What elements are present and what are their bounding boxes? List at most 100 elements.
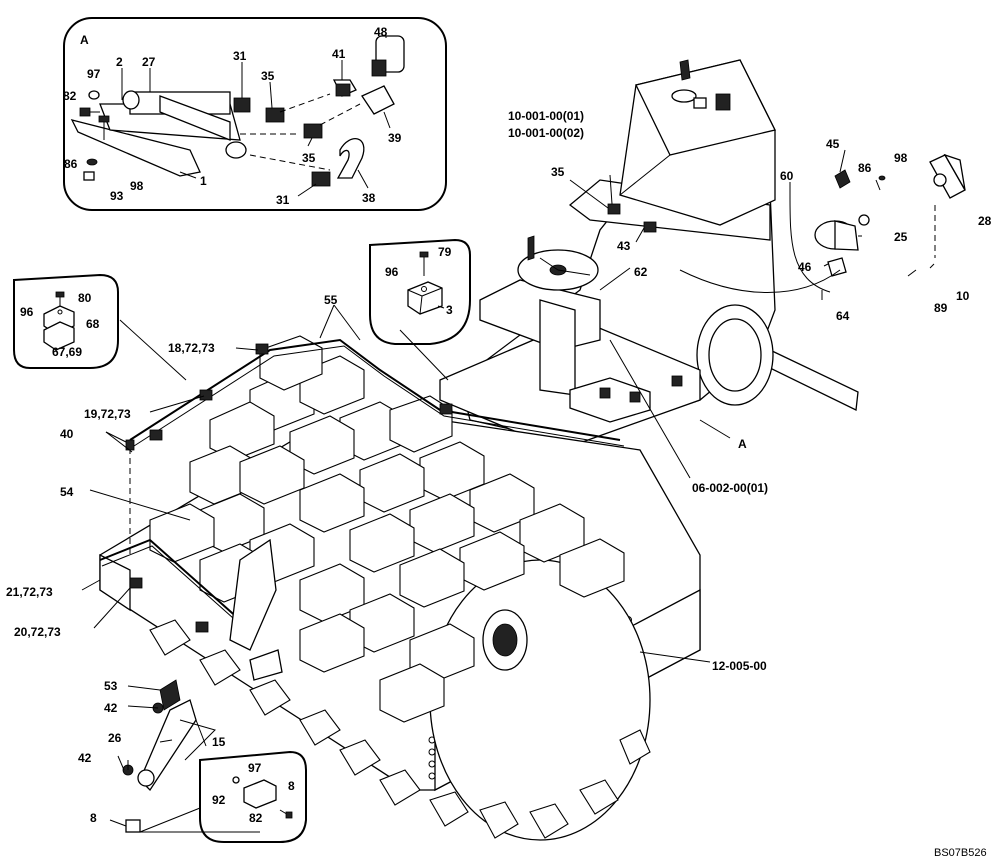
bracket-8-small — [232, 776, 293, 819]
label-48: 48 — [374, 25, 388, 39]
label-40: 40 — [60, 427, 74, 441]
detail-3-frame — [369, 238, 471, 345]
nut-93 — [83, 171, 95, 181]
fitting-35-main — [607, 203, 621, 215]
label-46: 46 — [798, 260, 812, 274]
label-43: 43 — [617, 239, 631, 253]
tank-ref-2: 10-001-00(02) — [508, 126, 584, 140]
fitting-35-bottom — [303, 123, 323, 139]
label-98-main: 98 — [894, 151, 908, 165]
label-97: 97 — [87, 67, 101, 81]
label-45: 45 — [826, 137, 840, 151]
pin-8 — [125, 819, 141, 833]
label-15: 15 — [212, 735, 226, 749]
label-64: 64 — [836, 309, 850, 323]
label-1: 1 — [200, 174, 207, 188]
detail-92-frame — [199, 750, 307, 843]
label-25: 25 — [894, 230, 908, 244]
tank-ref-1: 10-001-00(01) — [508, 109, 584, 123]
detail-92-bubble: 97 8 92 82 — [199, 750, 307, 843]
drum-pads — [149, 335, 651, 839]
label-41: 41 — [332, 47, 346, 61]
label-89: 89 — [934, 301, 948, 315]
fitting-31-bottom — [311, 171, 331, 187]
scraper-arm — [122, 538, 283, 833]
clamp-68 — [43, 305, 75, 351]
label-35-bottom: 35 — [302, 151, 316, 165]
label-96-clamp: 96 — [20, 305, 34, 319]
bracket-part — [70, 90, 247, 177]
elbow-39 — [361, 85, 395, 115]
label-8-main: 8 — [90, 811, 97, 825]
detail-68-bubble: 80 96 68 67,69 — [13, 273, 119, 369]
label-86-main: 86 — [858, 161, 872, 175]
label-31-top: 31 — [233, 49, 247, 63]
clamp-21 — [129, 577, 143, 589]
label-86: 86 — [64, 157, 78, 171]
clamp-20 — [195, 621, 209, 633]
fitting-31-top — [233, 97, 251, 113]
label-31-bottom: 31 — [276, 193, 290, 207]
label-21-72-73: 21,72,73 — [6, 585, 53, 599]
label-96: 96 — [385, 265, 399, 279]
bolt-10 — [929, 263, 935, 269]
label-10: 10 — [956, 289, 970, 303]
clamp-18 — [255, 343, 269, 355]
clamp-19 — [199, 389, 213, 401]
label-2: 2 — [116, 55, 123, 69]
label-39: 39 — [388, 131, 402, 145]
valve-ref: 06-002-00(01) — [692, 481, 768, 495]
motor-25 — [814, 214, 870, 251]
label-42-bottom: 42 — [78, 751, 92, 765]
label-60: 60 — [780, 169, 794, 183]
detail-a-frame — [63, 17, 447, 211]
drawing-id: BS07B526 — [934, 847, 987, 859]
label-68: 68 — [86, 317, 100, 331]
fitting-35-top — [265, 107, 285, 123]
label-42-top: 42 — [104, 701, 118, 715]
label-54: 54 — [60, 485, 74, 499]
label-18-72-73: 18,72,73 — [168, 341, 215, 355]
detail-a-bubble: A — [63, 17, 447, 211]
label-82-small: 82 — [249, 811, 263, 825]
valve-block — [569, 375, 683, 423]
label-19-72-73: 19,72,73 — [84, 407, 131, 421]
fitting-46 — [827, 257, 847, 277]
washer-98-main — [878, 175, 886, 181]
bolt-89 — [907, 269, 917, 277]
label-27: 27 — [142, 55, 156, 69]
label-53: 53 — [104, 679, 118, 693]
padfoot-drum — [429, 559, 651, 841]
label-98: 98 — [130, 179, 144, 193]
drum-ref: 12-005-00 — [712, 659, 767, 673]
label-38: 38 — [362, 191, 376, 205]
label-79: 79 — [438, 245, 452, 259]
hose-64 — [679, 269, 841, 293]
label-20-72-73: 20,72,73 — [14, 625, 61, 639]
label-26: 26 — [108, 731, 122, 745]
label-62: 62 — [634, 265, 648, 279]
bolt-86 — [98, 115, 110, 140]
label-35-main: 35 — [551, 165, 565, 179]
detail-a-title: A — [80, 33, 89, 47]
hose-38 — [336, 138, 365, 179]
washer-97 — [88, 90, 100, 100]
rear-tow-bar — [769, 348, 859, 411]
washer-98 — [86, 158, 98, 166]
label-35-top: 35 — [261, 69, 275, 83]
label-67-69: 67,69 — [52, 345, 82, 359]
bolt-82 — [79, 107, 100, 117]
label-8-small: 8 — [288, 779, 295, 793]
clamp-40 — [149, 429, 163, 441]
label-3: 3 — [446, 303, 453, 317]
fitting-43 — [643, 221, 657, 233]
view-a-marker: A — [738, 437, 747, 451]
hose-60 — [789, 194, 831, 293]
label-80: 80 — [78, 291, 92, 305]
label-92: 92 — [212, 793, 226, 807]
compactor-machine: 10-001-00(01) 10-001-00(02) 35 43 62 55 … — [6, 59, 992, 841]
label-93: 93 — [110, 189, 124, 203]
fitting-45 — [834, 169, 851, 189]
detail-3-bubble: 79 96 3 — [369, 238, 471, 345]
label-55: 55 — [324, 293, 338, 307]
